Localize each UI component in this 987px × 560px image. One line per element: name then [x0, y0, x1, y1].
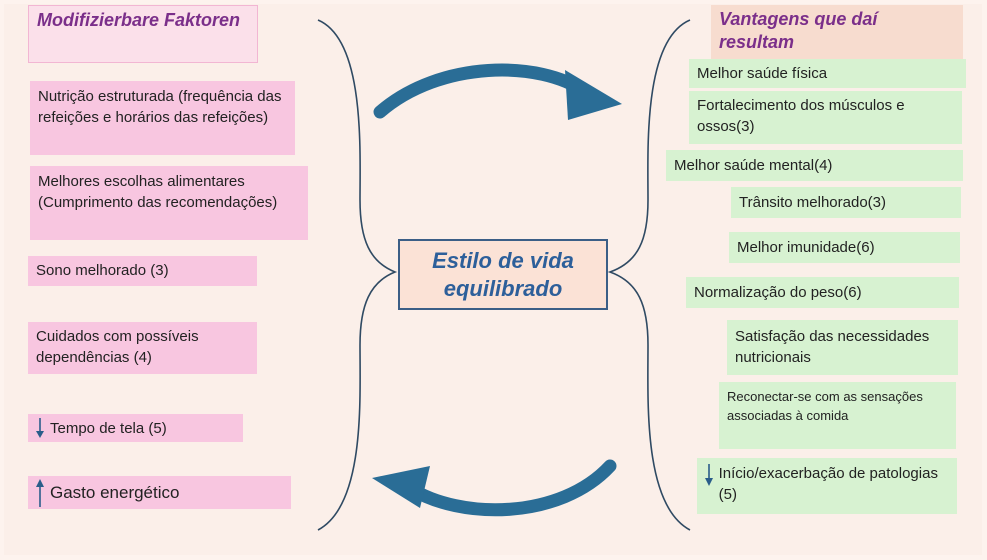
left-header: Modifizierbare Faktoren [28, 5, 258, 63]
benefit-transit: Trânsito melhorado(3) [731, 187, 961, 218]
factor-structured-nutrition: Nutrição estruturada (frequência das ref… [30, 81, 295, 155]
benefit-mental-health: Melhor saúde mental(4) [666, 150, 963, 181]
benefit-label: Satisfação das necessidades nutricionais [735, 328, 930, 366]
factor-label: Gasto energético [50, 483, 180, 502]
benefit-weight-normalization: Normalização do peso(6) [686, 277, 959, 308]
factor-sleep: Sono melhorado (3) [28, 256, 257, 286]
benefit-label: Trânsito melhorado(3) [739, 194, 887, 211]
benefit-label: Início/exacerbação de patologias (5) [718, 465, 938, 503]
right-header: Vantagens que daí resultam [711, 5, 963, 59]
benefit-pathologies: Início/exacerbação de patologias (5) [697, 458, 957, 514]
benefit-muscles-bones: Fortalecimento dos músculos e ossos(3) [689, 91, 962, 144]
arrow-down-icon [705, 464, 713, 486]
benefit-reconnect-sensations: Reconectar-se com as sensações associada… [719, 382, 956, 449]
benefit-label: Normalização do peso(6) [694, 284, 862, 301]
factor-energy-expenditure: Gasto energético [28, 476, 291, 509]
factor-label: Nutrição estruturada (frequência das ref… [38, 88, 282, 126]
benefit-immunity: Melhor imunidade(6) [729, 232, 960, 263]
arrow-down-icon [36, 418, 44, 438]
center-concept: Estilo de vida equilibrado [398, 239, 608, 310]
right-brace [607, 19, 691, 531]
arrow-up-icon [36, 478, 44, 507]
benefit-label: Melhor imunidade(6) [737, 239, 875, 256]
left-brace [317, 19, 398, 531]
curved-arrow-left-icon [372, 459, 617, 517]
benefit-physical-health: Melhor saúde física [689, 59, 966, 88]
benefit-label: Reconectar-se com as sensações associada… [727, 389, 923, 423]
factor-screen-time: Tempo de tela (5) [28, 414, 243, 442]
factor-label: Melhores escolhas alimentares (Cumprimen… [38, 173, 278, 211]
benefit-nutritional-needs: Satisfação das necessidades nutricionais [727, 320, 958, 375]
benefit-label: Fortalecimento dos músculos e ossos(3) [697, 97, 905, 135]
curved-arrow-right-icon [373, 63, 622, 120]
benefit-label: Melhor saúde física [697, 65, 828, 82]
factor-dependencies: Cuidados com possíveis dependências (4) [28, 322, 257, 374]
benefit-label: Melhor saúde mental(4) [674, 157, 833, 174]
factor-label: Tempo de tela (5) [50, 419, 167, 437]
factor-label: Sono melhorado (3) [36, 262, 169, 279]
factor-food-choices: Melhores escolhas alimentares (Cumprimen… [30, 166, 308, 240]
factor-label: Cuidados com possíveis dependências (4) [36, 328, 199, 366]
